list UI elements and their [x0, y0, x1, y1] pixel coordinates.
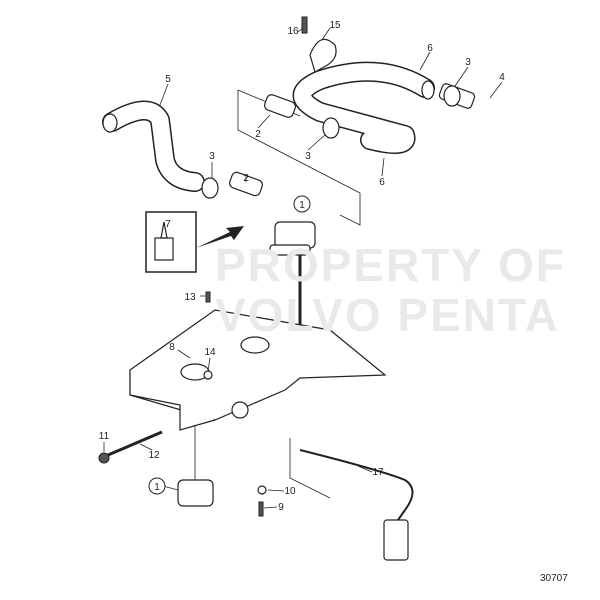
- nut-11: [98, 452, 110, 464]
- watermark: PROPERTY OF VOLVO PENTA: [215, 239, 566, 341]
- watermark-line2: VOLVO PENTA: [215, 289, 560, 341]
- callout-circle-1a: [293, 195, 311, 213]
- pipe-clip-15: [309, 38, 337, 73]
- nipple-2a: [263, 94, 297, 118]
- hose-5: [102, 100, 205, 192]
- sealant-box-7: [145, 211, 197, 273]
- callout-2b: 2: [243, 173, 249, 184]
- callout-16: 16: [287, 26, 299, 37]
- callout-9: 9: [278, 502, 284, 513]
- hose-clamp-3b: [322, 117, 340, 139]
- callout-circle-1b: [148, 477, 166, 495]
- plug-14: [203, 370, 213, 380]
- callout-17: 17: [372, 467, 384, 478]
- sensor-1-upper: [269, 221, 316, 340]
- bolt-12: [107, 430, 163, 457]
- bracket-8: [129, 309, 387, 431]
- callout-3c: 3: [209, 151, 215, 162]
- callout-leaders: [103, 27, 503, 509]
- callout-11: 11: [99, 431, 110, 442]
- callout-7: 7: [165, 219, 171, 230]
- callout-3a: 3: [465, 57, 471, 68]
- nipple-2b: [229, 171, 263, 197]
- hose-6: [292, 61, 435, 154]
- callout-15: 15: [329, 20, 341, 31]
- callout-6a: 6: [427, 43, 433, 54]
- callout-12: 12: [148, 450, 160, 461]
- callout-4: 4: [499, 72, 505, 83]
- callout-14: 14: [204, 347, 216, 358]
- cable-harness-17: [299, 449, 414, 561]
- callout-1a: 1: [299, 200, 305, 211]
- screw-13: [205, 291, 211, 303]
- sensor-1-lower: [177, 479, 214, 507]
- callout-8: 8: [169, 342, 175, 353]
- washer-10: [257, 485, 267, 495]
- diagram-number: 30707: [540, 573, 568, 584]
- callout-6b: 6: [379, 177, 385, 188]
- watermark-line1: PROPERTY OF: [215, 239, 566, 291]
- assembly-frame-upper: [237, 90, 361, 226]
- hose-clamp-3a: [443, 85, 461, 107]
- callout-3b: 3: [305, 151, 311, 162]
- assembly-frame-cable: [289, 438, 331, 499]
- callout-10: 10: [284, 486, 296, 497]
- bolt-16: [301, 16, 308, 34]
- callout-2a: 2: [255, 129, 261, 140]
- arrow-icon: [196, 226, 244, 248]
- hose-clamp-3c: [201, 177, 219, 199]
- callout-13: 13: [184, 292, 196, 303]
- callout-5: 5: [165, 74, 171, 85]
- callout-1b: 1: [154, 482, 160, 493]
- screw-9: [258, 501, 264, 517]
- callout-labels: 16 15 6 3 4 5 2 3 6 3 2 1 7 13 8 14 11 1…: [99, 20, 505, 513]
